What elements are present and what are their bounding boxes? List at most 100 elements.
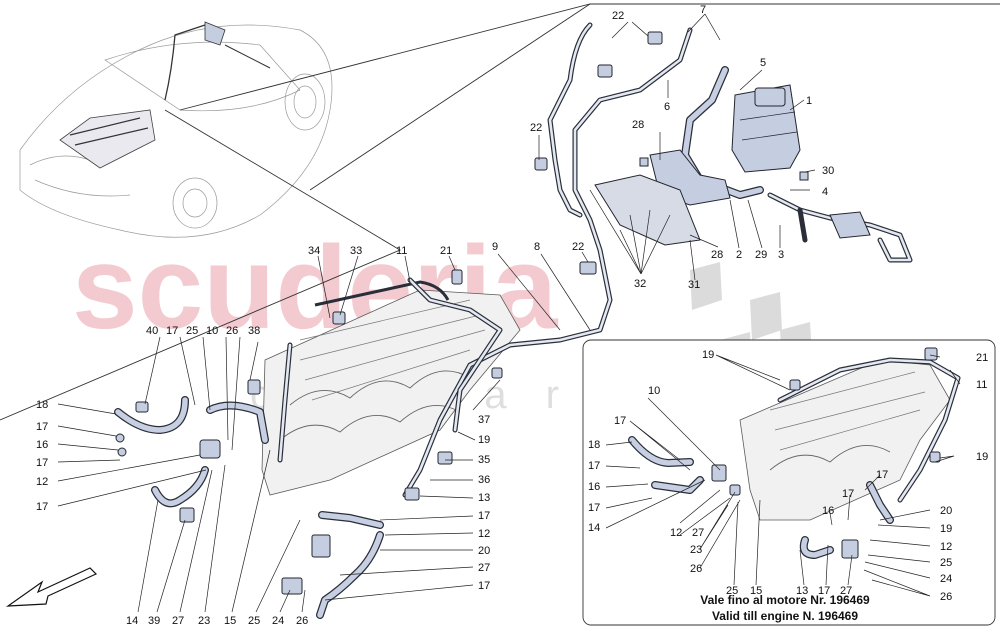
label-38: 38 [248,325,260,337]
inset-label-17c: 17 [588,502,600,514]
label-12: 12 [36,476,48,488]
label-17c: 17 [36,457,48,469]
inset-label-17e: 17 [842,488,854,500]
label-27a: 27 [172,615,184,627]
canister-1 [731,84,801,173]
label-25b: 25 [248,615,260,627]
label-36: 36 [478,474,490,486]
inset-label-25a: 25 [726,585,738,597]
label-20a: 20 [478,545,490,557]
inset-label-16a: 16 [588,481,600,493]
inset-box: Vale fino al motore Nr. 196469 Valid til… [582,339,996,626]
label-26a: 26 [226,325,238,337]
label-5: 5 [760,57,766,69]
inset-label-17a: 17 [614,415,626,427]
inset-label-19b: 19 [976,451,988,463]
label-13a: 13 [478,492,490,504]
inset-note-italian: Vale fino al motore Nr. 196469 [700,593,870,607]
pipe-8 [402,27,693,498]
label-17e: 17 [478,510,490,522]
label-28b: 28 [711,249,723,261]
pipe-9 [547,22,593,218]
car-engine-layout [59,21,271,169]
label-3: 3 [778,249,784,261]
label-30: 30 [822,165,834,177]
inset-label-27a: 27 [692,527,704,539]
label-22: 22 [612,10,624,22]
label-23: 23 [198,615,210,627]
labels: 22 7 5 1 6 28 22 30 4 22 28 2 29 3 32 31… [36,4,988,627]
inset-label-11: 11 [976,379,987,391]
label-18: 18 [36,399,48,411]
label-25a: 25 [186,325,198,337]
inset-label-12a: 12 [670,527,682,539]
label-19a: 19 [478,434,490,446]
label-22b: 22 [530,122,542,134]
inset-label-21: 21 [976,352,988,364]
inset-note-english: Valid till engine N. 196469 [712,609,858,623]
inset-label-19a: 19 [702,349,714,361]
label-29: 29 [755,249,767,261]
label-8: 8 [534,241,540,253]
car-illustration [19,21,333,238]
inset-label-17b: 17 [588,460,600,472]
hose-13 [318,511,384,529]
inset-label-19c: 19 [940,523,952,535]
label-21: 21 [440,245,452,257]
label-17f: 17 [478,580,490,592]
inset-label-24: 24 [940,573,952,585]
leader-lines [57,13,961,613]
inset-label-12b: 12 [940,541,952,553]
label-11: 11 [396,245,407,257]
inset-label-17f: 17 [818,585,830,597]
label-6: 6 [664,101,670,113]
label-17a: 17 [166,325,178,337]
label-32: 32 [634,278,646,290]
inset-label-10: 10 [648,385,660,397]
pipe-3 [767,192,913,263]
label-17d: 17 [36,501,48,513]
inset-label-18: 18 [588,439,600,451]
inset-label-23: 23 [690,544,702,556]
label-40: 40 [146,325,158,337]
label-22c: 22 [572,241,584,253]
inset-label-17d: 17 [876,469,888,481]
hose-18 [114,396,189,434]
label-28: 28 [632,119,644,131]
hose-20 [316,531,384,619]
small-parts [115,31,809,595]
label-26b: 26 [296,615,308,627]
label-35: 35 [478,454,490,466]
label-4: 4 [822,186,828,198]
inset-label-26b: 26 [940,591,952,603]
label-27b: 27 [478,562,490,574]
inset-label-16b: 16 [822,505,834,517]
pipe-11 [277,277,503,463]
label-39: 39 [148,615,160,627]
label-15: 15 [224,615,236,627]
heat-shield-31 [594,174,701,246]
inset-label-26a: 26 [690,563,702,575]
label-9: 9 [492,241,498,253]
label-10: 10 [206,325,218,337]
label-34: 34 [308,245,320,257]
direction-arrow [5,567,98,607]
label-2: 2 [736,249,742,261]
inset-label-14: 14 [588,522,600,534]
label-17b: 17 [36,421,48,433]
label-37: 37 [478,414,490,426]
inset-label-25b: 25 [940,557,952,569]
callout-frame [0,3,1000,421]
label-31: 31 [688,279,700,291]
inset-label-27b: 27 [840,585,852,597]
label-14: 14 [126,615,138,627]
inset-label-20: 20 [940,505,952,517]
label-12b: 12 [478,528,490,540]
hose-10 [206,401,269,444]
inset-label-13: 13 [796,585,808,597]
label-1: 1 [806,95,812,107]
label-7: 7 [700,4,706,16]
hose-14 [151,466,209,508]
canister-hose [681,66,764,199]
